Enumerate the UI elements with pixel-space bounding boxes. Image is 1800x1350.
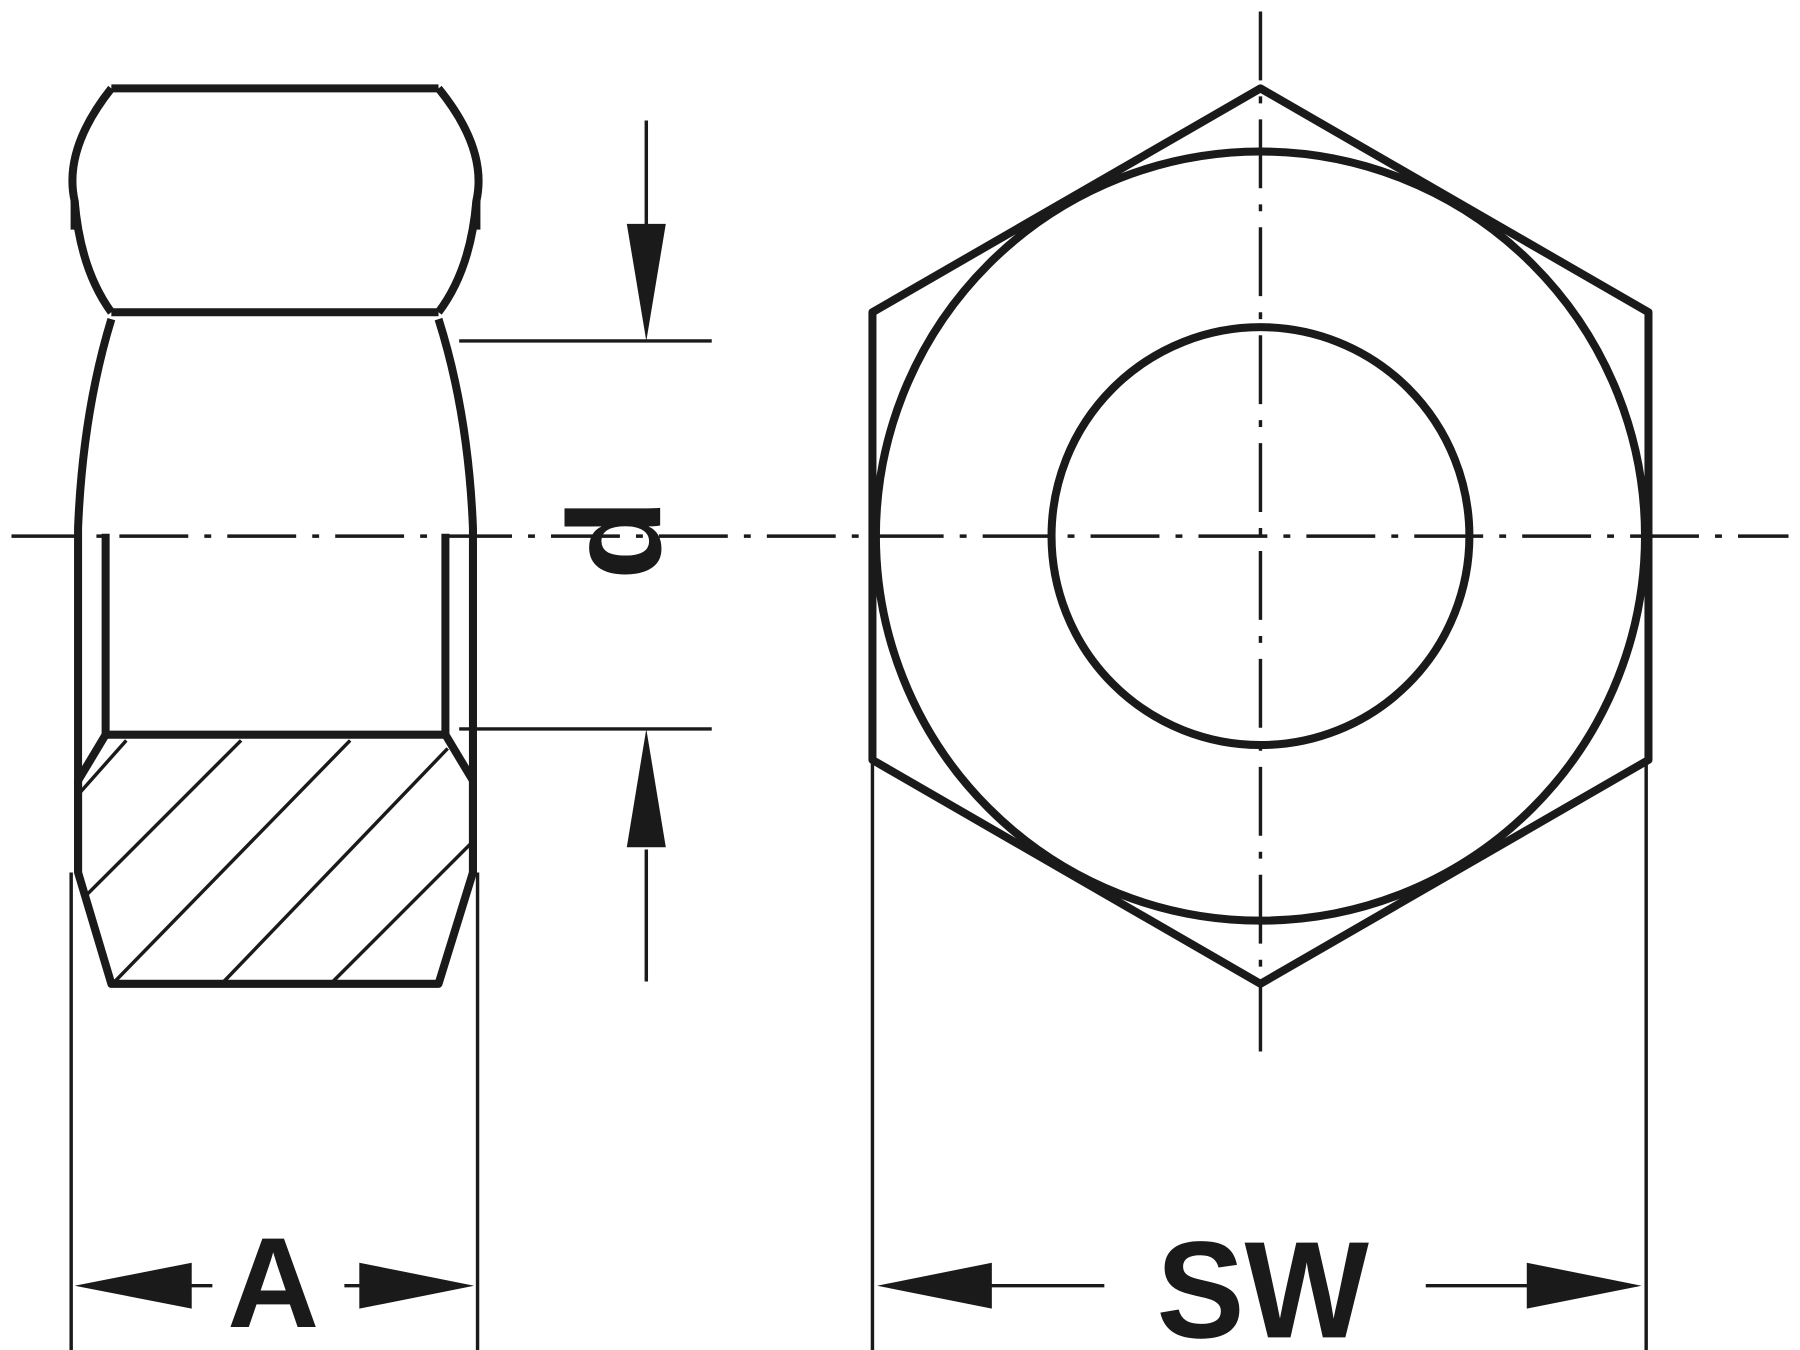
- center-lines: [11, 11, 1789, 1068]
- front-view: [868, 84, 1653, 988]
- diameter-label: d: [540, 499, 688, 580]
- dimension-sw: SW: [870, 759, 1648, 1350]
- hatching: [79, 739, 472, 983]
- dimension-d: d: [459, 120, 712, 982]
- dimension-a: A: [69, 872, 480, 1350]
- side-view: [68, 84, 483, 988]
- width-across-flats-label: SW: [1157, 1213, 1369, 1350]
- height-label: A: [227, 1212, 319, 1350]
